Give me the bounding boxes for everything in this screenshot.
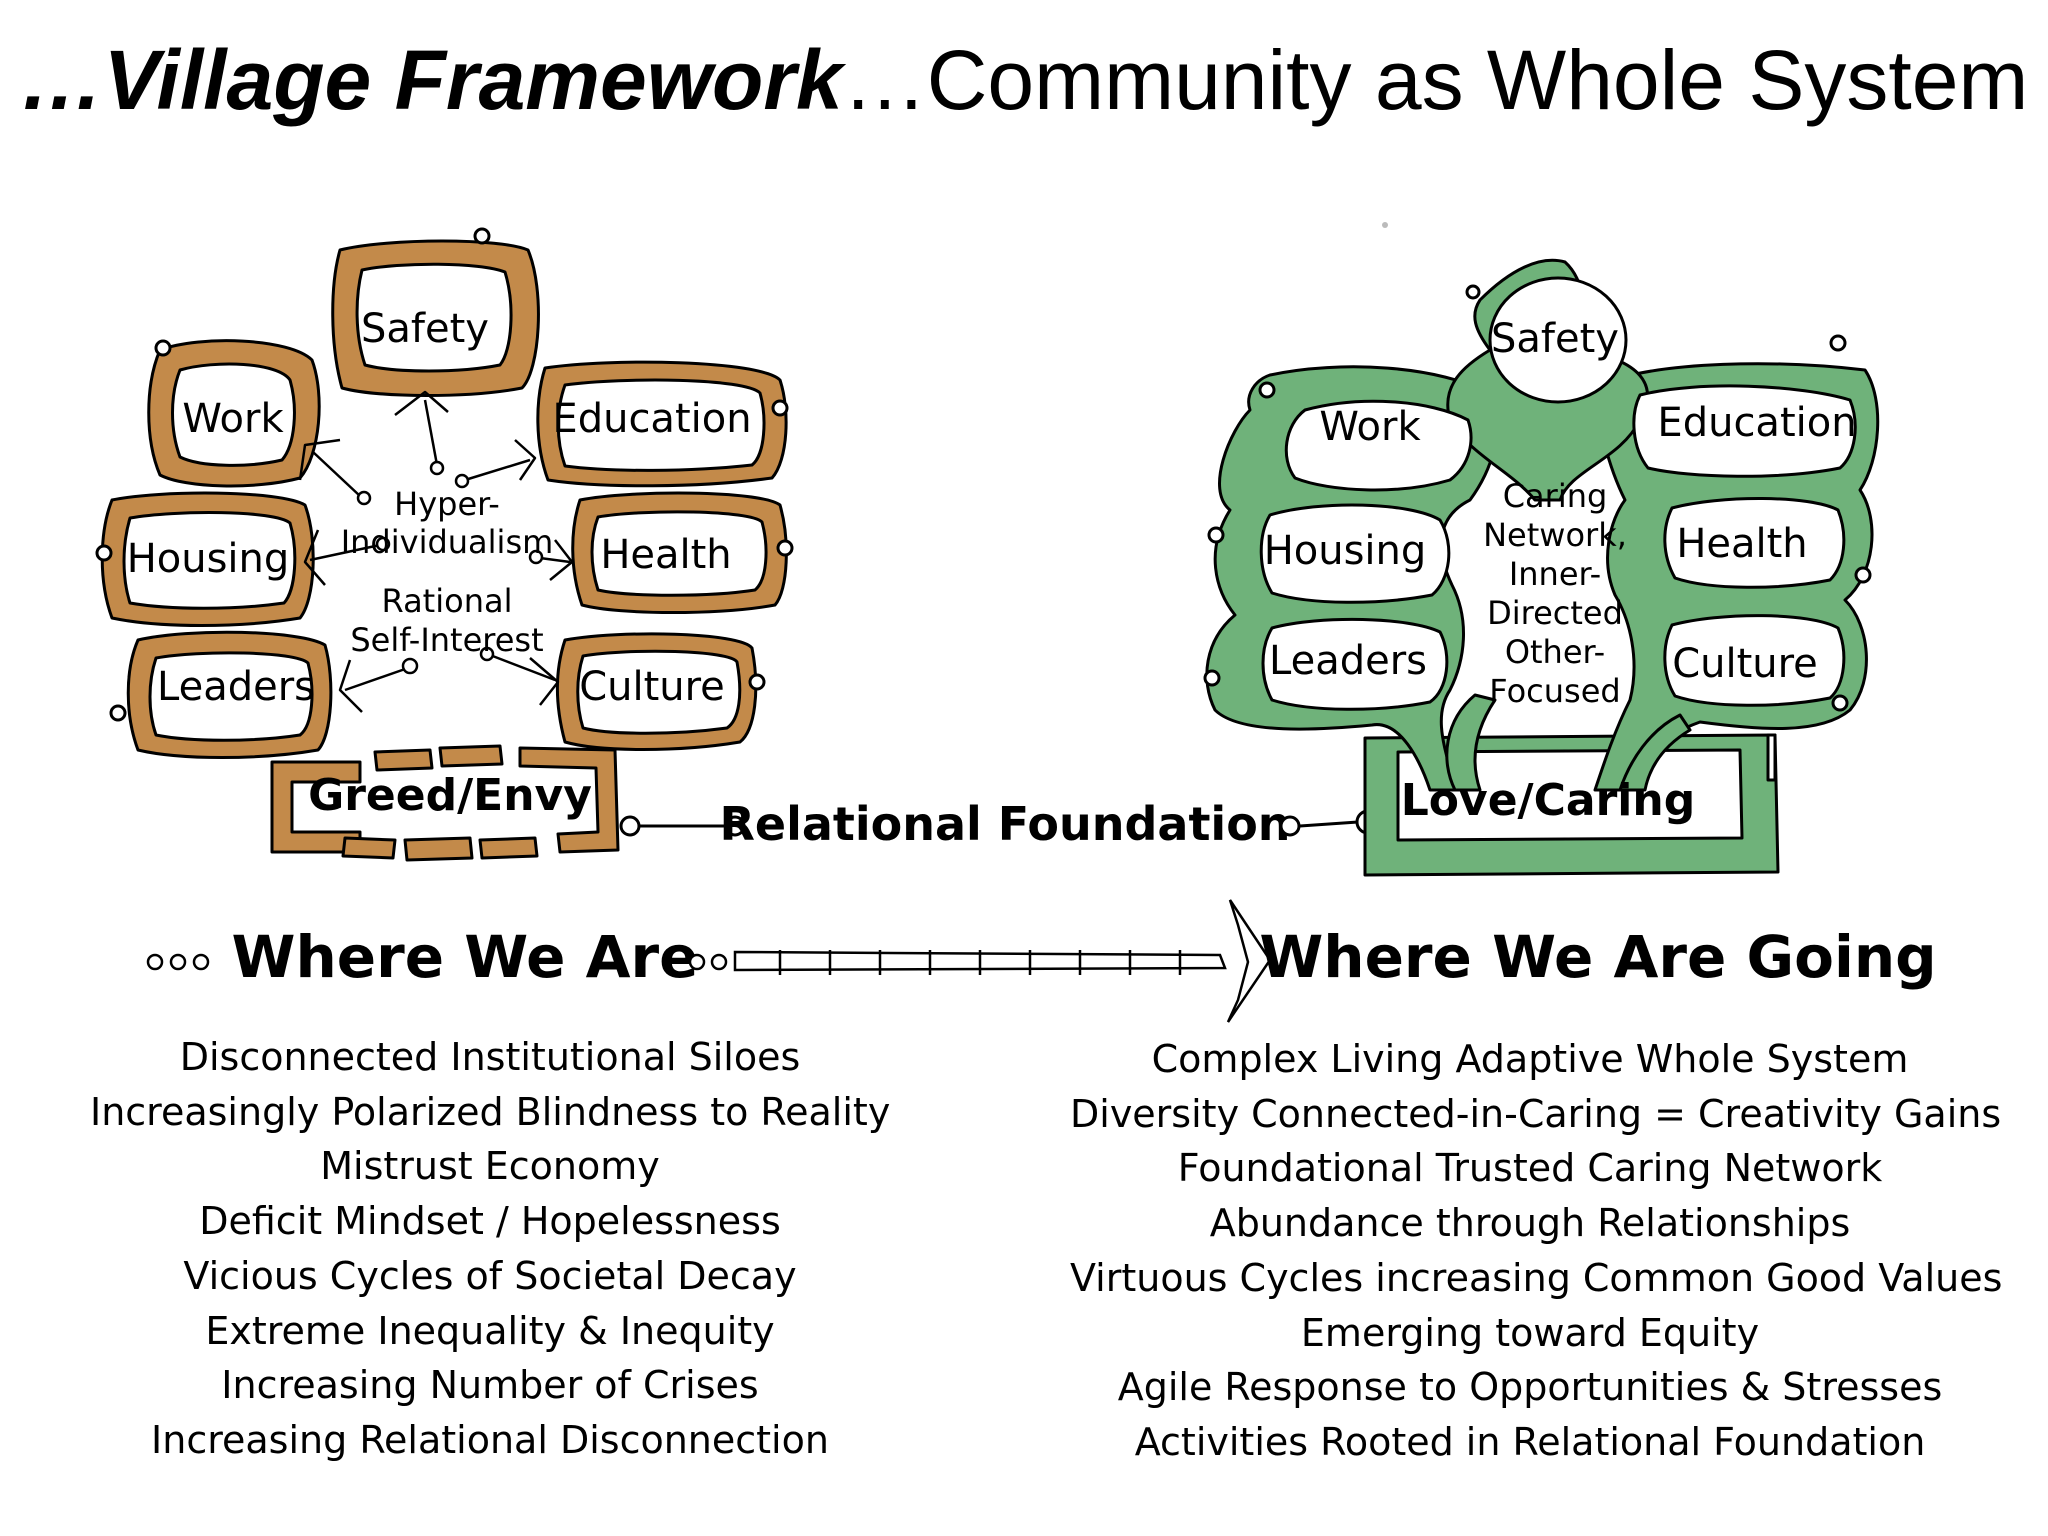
left-node-leaders: Leaders (109, 630, 333, 759)
left-node-education-label: Education (552, 396, 751, 442)
right-node-safety-label: Safety (1491, 316, 1619, 362)
list-item: Increasing Relational Disconnection (151, 1417, 829, 1462)
right-node-education-label: Education (1657, 400, 1856, 446)
list-item: Foundational Trusted Caring Network (1177, 1146, 1883, 1191)
right-center-line-1: Caring (1503, 477, 1608, 515)
right-node-work-label: Work (1319, 404, 1421, 450)
left-center-line-2: Individualism (341, 523, 554, 561)
title-emphasis: …Village Framework (19, 33, 843, 127)
list-item: Activities Rooted in Relational Foundati… (1134, 1419, 1926, 1464)
left-node-work-label: Work (182, 396, 284, 442)
left-node-housing: Housing (95, 491, 315, 627)
right-center-line-3: Inner- (1509, 555, 1601, 593)
right-center-line-4: Directed (1487, 594, 1623, 632)
left-foundation: Greed/Envy (270, 744, 620, 862)
list-item: Extreme Inequality & Inequity (205, 1308, 775, 1353)
list-item: Emerging toward Equity (1300, 1310, 1760, 1355)
current-state-list: Disconnected Institutional Siloes Increa… (90, 1030, 890, 1468)
left-node-safety: Safety (331, 227, 540, 397)
right-node-leaders-label: Leaders (1269, 638, 1427, 684)
right-node-housing-label: Housing (1264, 528, 1427, 574)
relational-foundation-label: Relational Foundation (719, 797, 1290, 851)
right-center-line-2: Network, (1483, 516, 1627, 554)
list-item: Agile Response to Opportunities & Stress… (1117, 1365, 1943, 1410)
list-item: Deficit Mindset / Hopelessness (199, 1199, 781, 1244)
title-rest: …Community as Whole System (842, 33, 2029, 127)
transition-arrow (688, 899, 1272, 1023)
right-center-line-6: Focused (1489, 672, 1620, 710)
left-node-health: Health (571, 491, 794, 614)
where-we-are-label: Where We Are (231, 923, 698, 991)
page-title: …Village Framework…Community as Whole Sy… (0, 38, 2048, 122)
where-we-are-going-label: Where We Are Going (1259, 923, 1936, 991)
progress-arrow-row: Where We Are Where We Are Going (146, 899, 1937, 1023)
right-foundation-label: Love/Caring (1401, 775, 1695, 826)
left-center-text: Hyper- Individualism Rational Self-Inter… (341, 485, 554, 659)
list-item: Vicious Cycles of Societal Decay (183, 1253, 797, 1298)
relational-foundation-connector: Relational Foundation (619, 797, 1381, 851)
list-item: Increasingly Polarized Blindness to Real… (90, 1089, 891, 1134)
left-center-line-1: Hyper- (394, 485, 500, 523)
left-node-work: Work (147, 339, 321, 488)
left-node-culture-label: Culture (579, 664, 725, 710)
left-node-education: Education (536, 360, 789, 488)
left-foundation-label: Greed/Envy (308, 770, 592, 821)
list-item: Mistrust Economy (320, 1144, 660, 1189)
list-item: Virtuous Cycles increasing Common Good V… (1070, 1255, 2003, 1300)
left-dots (146, 953, 210, 971)
list-item: Complex Living Adaptive Whole System (1151, 1037, 1909, 1081)
future-state-list: Complex Living Adaptive Whole System Div… (1070, 1032, 2003, 1470)
right-center-line-5: Other- (1505, 633, 1605, 671)
right-foundation (1363, 733, 1780, 877)
right-node-labels: Safety Work Education Housing Health Lea… (1264, 316, 1857, 826)
left-node-culture: Culture (556, 632, 766, 751)
right-diagram: Safety Work Education Housing Health Lea… (1203, 222, 1880, 877)
left-center-line-4: Self-Interest (350, 621, 543, 659)
right-ribbons (1203, 222, 1880, 792)
left-node-health-label: Health (600, 532, 731, 578)
left-node-safety-label: Safety (361, 306, 489, 352)
right-node-health-label: Health (1676, 521, 1807, 567)
left-node-housing-label: Housing (127, 536, 290, 582)
left-diagram: Safety Work Education Housing He (95, 227, 794, 862)
left-center-line-3: Rational (382, 582, 513, 620)
list-item: Abundance through Relationships (1209, 1201, 1851, 1246)
left-node-leaders-label: Leaders (157, 664, 315, 710)
list-item: Disconnected Institutional Siloes (179, 1035, 801, 1079)
list-item: Increasing Number of Crises (221, 1363, 759, 1408)
left-center-arrows (298, 390, 574, 713)
list-item: Diversity Connected-in-Caring = Creativi… (1070, 1091, 2002, 1136)
right-node-culture-label: Culture (1672, 641, 1818, 687)
